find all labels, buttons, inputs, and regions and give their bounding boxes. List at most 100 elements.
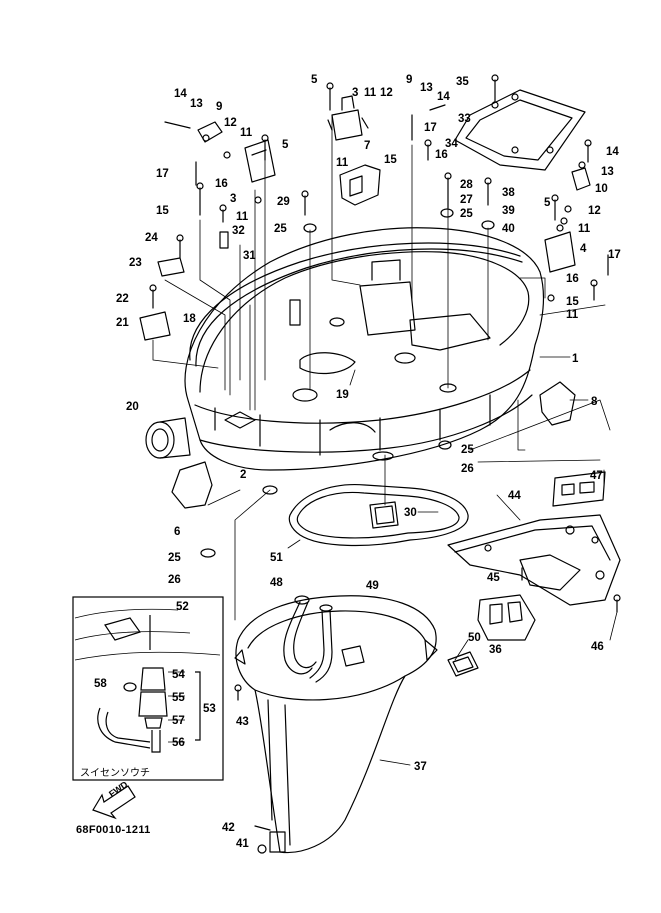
callout-11-a: 11	[364, 87, 377, 99]
bolts	[149, 74, 621, 854]
callout-28: 28	[460, 179, 473, 191]
callout-13-a: 13	[420, 82, 433, 94]
callout-25-d: 25	[168, 552, 181, 564]
callout-13-c: 13	[601, 166, 614, 178]
connector	[145, 417, 191, 459]
callout-11-c: 11	[240, 127, 253, 139]
callout-21: 21	[116, 317, 129, 329]
callout-14-a: 14	[437, 91, 450, 103]
fwd-arrow-icon	[92, 785, 136, 820]
callout-41: 41	[236, 838, 249, 850]
callout-54: 54	[172, 669, 185, 681]
latch-lower	[171, 461, 213, 509]
callout-35: 35	[456, 76, 469, 88]
callout-12-a: 12	[380, 87, 393, 99]
callout-51: 51	[270, 552, 283, 564]
callout-18: 18	[183, 313, 196, 325]
callout-11-e: 11	[578, 223, 591, 235]
callout-44: 44	[508, 490, 521, 502]
callout-2: 2	[240, 469, 246, 481]
callout-13-b: 13	[190, 98, 203, 110]
callout-16-b: 16	[215, 178, 228, 190]
inset-caption: スイセンソウチ	[80, 768, 150, 779]
callout-48: 48	[270, 577, 283, 589]
callout-12-b: 12	[224, 117, 237, 129]
callout-45: 45	[487, 572, 500, 584]
callout-23: 23	[129, 257, 142, 269]
callout-30: 30	[404, 507, 417, 519]
cover-bracket	[339, 164, 381, 206]
callout-9-left: 9	[216, 101, 222, 113]
clamp-left	[197, 121, 223, 143]
lever-assembly-top	[327, 95, 369, 141]
latch-bracket	[539, 381, 576, 426]
callout-11-f: 11	[566, 309, 579, 321]
callout-39: 39	[502, 205, 515, 217]
clip-23	[157, 257, 185, 277]
callout-22: 22	[116, 293, 129, 305]
callout-24: 24	[145, 232, 158, 244]
callout-32: 32	[232, 225, 245, 237]
grommets	[200, 134, 586, 558]
springs	[195, 114, 609, 276]
lever-assembly-right	[544, 224, 576, 273]
callout-26-a: 26	[461, 463, 474, 475]
callout-17-c: 17	[608, 249, 621, 261]
callout-52: 52	[176, 601, 189, 613]
callout-14-c: 14	[606, 146, 619, 158]
callout-40: 40	[502, 223, 515, 235]
callout-7: 7	[364, 140, 370, 152]
callout-20: 20	[126, 401, 139, 413]
callout-34: 34	[445, 138, 458, 150]
callout-16-c: 16	[566, 273, 579, 285]
callout-3-left: 3	[230, 193, 236, 205]
callout-14-b: 14	[174, 88, 187, 100]
callout-8: 8	[591, 396, 598, 408]
callout-55: 55	[172, 692, 185, 704]
callout-56: 56	[172, 737, 185, 749]
callout-15-c: 15	[566, 296, 579, 308]
mounting-bracket	[447, 471, 621, 606]
mount-plate	[454, 89, 586, 171]
callout-4: 4	[580, 243, 587, 255]
callout-58: 58	[94, 678, 107, 690]
callout-12-c: 12	[588, 205, 601, 217]
drawing-code: 68F0010-1211	[76, 824, 151, 836]
callout-9-top: 9	[406, 74, 412, 86]
callout-15-a: 15	[384, 154, 397, 166]
callout-49: 49	[366, 580, 379, 592]
callout-25-b: 25	[460, 208, 473, 220]
callout-11-b: 11	[336, 157, 349, 169]
callout-5-right: 5	[544, 197, 551, 209]
callout-17-b: 17	[156, 168, 169, 180]
callout-3-top: 3	[352, 87, 358, 99]
bracket-damper	[477, 594, 536, 641]
bottom-cowling	[184, 227, 544, 471]
callout-6: 6	[174, 526, 180, 538]
cowling-seal	[189, 242, 523, 367]
callout-1: 1	[572, 353, 579, 365]
hose-assembly	[283, 595, 365, 683]
callout-26-b: 26	[168, 574, 181, 586]
callout-46: 46	[591, 641, 604, 653]
grommet	[447, 651, 479, 677]
callout-27: 27	[460, 194, 473, 206]
callout-25-a: 25	[274, 223, 287, 235]
callout-47: 47	[590, 470, 603, 482]
callout-11-d: 11	[236, 211, 249, 223]
callout-50: 50	[468, 632, 481, 644]
callout-17-a: 17	[424, 122, 437, 134]
exhaust-cover	[234, 595, 438, 854]
callout-16-a: 16	[435, 149, 448, 161]
callout-38: 38	[502, 187, 515, 199]
callout-31: 31	[243, 250, 256, 262]
callout-19: 19	[336, 389, 349, 401]
clamp-right	[571, 167, 591, 191]
callout-57: 57	[172, 715, 185, 727]
callout-5-left: 5	[282, 139, 289, 151]
callout-42: 42	[222, 822, 235, 834]
callout-labels: 1 2 3 3 4 5 5 5 6 7 8 9 9 10 11 11 11 11…	[94, 74, 621, 850]
clip-21	[139, 311, 171, 341]
leader-lines	[152, 114, 618, 766]
